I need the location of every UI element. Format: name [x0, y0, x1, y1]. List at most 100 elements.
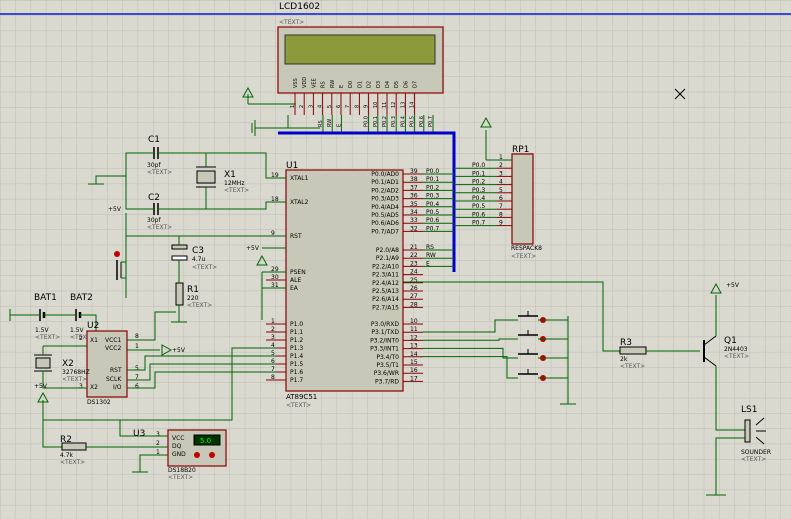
- u1-right-label-25: P2.4/A12: [372, 280, 399, 287]
- u1-right-num-11: 11: [410, 326, 418, 333]
- u3-num-2: 2: [156, 440, 160, 447]
- u1-right-label-37: P0.2/AD2: [371, 187, 399, 194]
- ls1-sounder[interactable]: LS1 SOUNDER <TEXT>: [741, 405, 771, 463]
- u1-left-label-2: P1.1: [290, 329, 303, 336]
- u1-right-label-17: P3.7/RD: [375, 378, 399, 385]
- x1-ref: X1: [224, 170, 236, 180]
- lcd-net-4: P0.1: [373, 116, 379, 127]
- rp1-part: RESPACK8: [511, 245, 542, 252]
- lcd-net-6: P0.3: [391, 116, 397, 127]
- lcd-pin-label-3: RS: [321, 81, 327, 88]
- rp1-num-2: 2: [499, 162, 503, 169]
- u3-up-button[interactable]: [209, 452, 215, 458]
- u1-right-label-23: P2.2/A10: [372, 263, 399, 270]
- power-arrow-rp1: [480, 116, 492, 128]
- u1-net-38: P0.1: [426, 176, 439, 183]
- bat1-ref: BAT1: [34, 293, 57, 303]
- u1-left-num-3: 3: [271, 334, 275, 341]
- lcd-pin-num-2: 3: [308, 105, 314, 108]
- lcd-pin-label-4: RW: [330, 80, 336, 88]
- u1-left-label-3: P1.2: [290, 337, 303, 344]
- u1-right-num-21: 21: [410, 244, 418, 251]
- u1-left-num-18: 18: [271, 196, 279, 203]
- u1-right-num-27: 27: [410, 293, 418, 300]
- rp1-net-5: P0.3: [472, 187, 485, 194]
- u1-left-num-29: 29: [271, 266, 279, 273]
- p3-button-wire-0: [423, 319, 518, 333]
- u1-net-34: P0.5: [426, 209, 439, 216]
- u2-pin-x2: X2: [90, 384, 98, 391]
- u1-net-39: P0.0: [426, 168, 439, 175]
- u1-left-num-8: 8: [271, 374, 275, 381]
- bat2-text: <TEXT>: [70, 334, 95, 341]
- rp1-respack8[interactable]: RP1 RESPACK8 <TEXT> 12P0.03P0.14P0.25P0.…: [454, 145, 542, 260]
- lcd-pin-label-1: VDD: [302, 77, 308, 88]
- u2-pin-sclk: SCLK: [106, 376, 122, 383]
- lcd-pin-num-4: 5: [327, 105, 333, 108]
- q1-transistor[interactable]: Q1 2N4403 <TEXT>: [703, 335, 749, 367]
- c1-ref: C1: [148, 135, 160, 145]
- u2-body: [86, 330, 128, 398]
- power-label-x2: +5V: [34, 383, 48, 390]
- wire-c-gnd: [95, 152, 154, 210]
- u1-right-num-28: 28: [410, 301, 418, 308]
- u1-left-label-4: P1.3: [290, 345, 303, 352]
- lcd-pin-label-8: D2: [367, 81, 373, 88]
- u1-right-label-15: P3.5/T1: [376, 362, 399, 369]
- r3-text: <TEXT>: [620, 363, 645, 370]
- u1-right-num-13: 13: [410, 343, 418, 350]
- u1-left-num-9: 9: [271, 230, 275, 237]
- u3-reading: 5.0: [200, 437, 211, 445]
- u1-right-num-14: 14: [410, 351, 418, 358]
- u3-part: DS18B20: [168, 467, 196, 474]
- lcd-pin-num-6: 7: [345, 105, 351, 108]
- lcd-pins: VSS1VDD2VEE3RS4RW5E6D07D18D29D310D411D51…: [290, 77, 434, 133]
- u1-right-label-22: P2.1/A9: [376, 255, 399, 262]
- u1-right-num-38: 38: [410, 176, 418, 183]
- lcd1602[interactable]: LCD1602 <TEXT> VSS1VDD2VEE3RS4RW5E6D07D1…: [277, 2, 444, 133]
- power-label-q1: +5V: [726, 282, 740, 289]
- rp1-net-6: P0.4: [472, 195, 485, 202]
- r2-resistor[interactable]: R2 4.7k <TEXT>: [60, 435, 87, 466]
- u1-left-num-6: 6: [271, 358, 275, 365]
- u2-pin-io: I/O: [113, 384, 122, 391]
- u3-ref: U3: [133, 429, 145, 439]
- rp1-num-6: 6: [499, 195, 503, 202]
- rp1-net-8: P0.6: [472, 211, 485, 218]
- p3-buttons: [423, 311, 568, 381]
- u1-right-label-16: P3.6/WR: [374, 370, 399, 377]
- u1-right-label-14: P3.4/T0: [376, 354, 399, 361]
- u1-right-label-36: P0.3/AD3: [371, 196, 399, 203]
- lcd-net-9: P0.6: [419, 116, 425, 127]
- r2-text: <TEXT>: [60, 459, 85, 466]
- u3-ds18b20[interactable]: U3 VCC DQ GND 3 2 1 5.0 DS18B20 <TEXT>: [133, 429, 227, 481]
- x2-val: 32768HZ: [62, 369, 90, 376]
- lcd-pin-label-12: D6: [403, 81, 409, 88]
- lcd-pin-num-3: 4: [318, 105, 324, 108]
- r1-text: <TEXT>: [187, 302, 212, 309]
- u1-left-label-18: XTAL2: [290, 199, 309, 206]
- lcd-pin-num-10: 11: [382, 102, 388, 108]
- r1-ref: R1: [187, 285, 199, 295]
- u1-left-num-30: 30: [271, 274, 279, 281]
- c2-val: 30pf: [147, 217, 161, 224]
- r2-val: 4.7k: [60, 452, 74, 459]
- u1-right-label-34: P0.5/AD5: [371, 212, 399, 219]
- u1-right-label-28: P2.7/A15: [372, 304, 399, 311]
- u3-down-button[interactable]: [194, 452, 200, 458]
- p3-button-wire-2: [423, 347, 518, 359]
- u1-right-label-11: P3.1/TXD: [371, 329, 399, 336]
- u3-display: [193, 434, 221, 446]
- c1-val: 30pf: [147, 162, 161, 169]
- power-arrow-lcd: [242, 86, 254, 98]
- rp1-net-7: P0.5: [472, 203, 485, 210]
- u2-num-x2: 3: [79, 383, 83, 390]
- lcd-net-1: RW: [327, 119, 333, 127]
- reset-button[interactable]: [114, 251, 122, 280]
- u2-ds1302[interactable]: U2 X1 VCC1 VCC2 RST SCLK I/O X2 2 8 1 5 …: [79, 321, 139, 406]
- u1-right-label-21: P2.0/A8: [376, 247, 399, 254]
- r2-ref: R2: [60, 435, 72, 445]
- wire-reset-btn: [121, 261, 126, 279]
